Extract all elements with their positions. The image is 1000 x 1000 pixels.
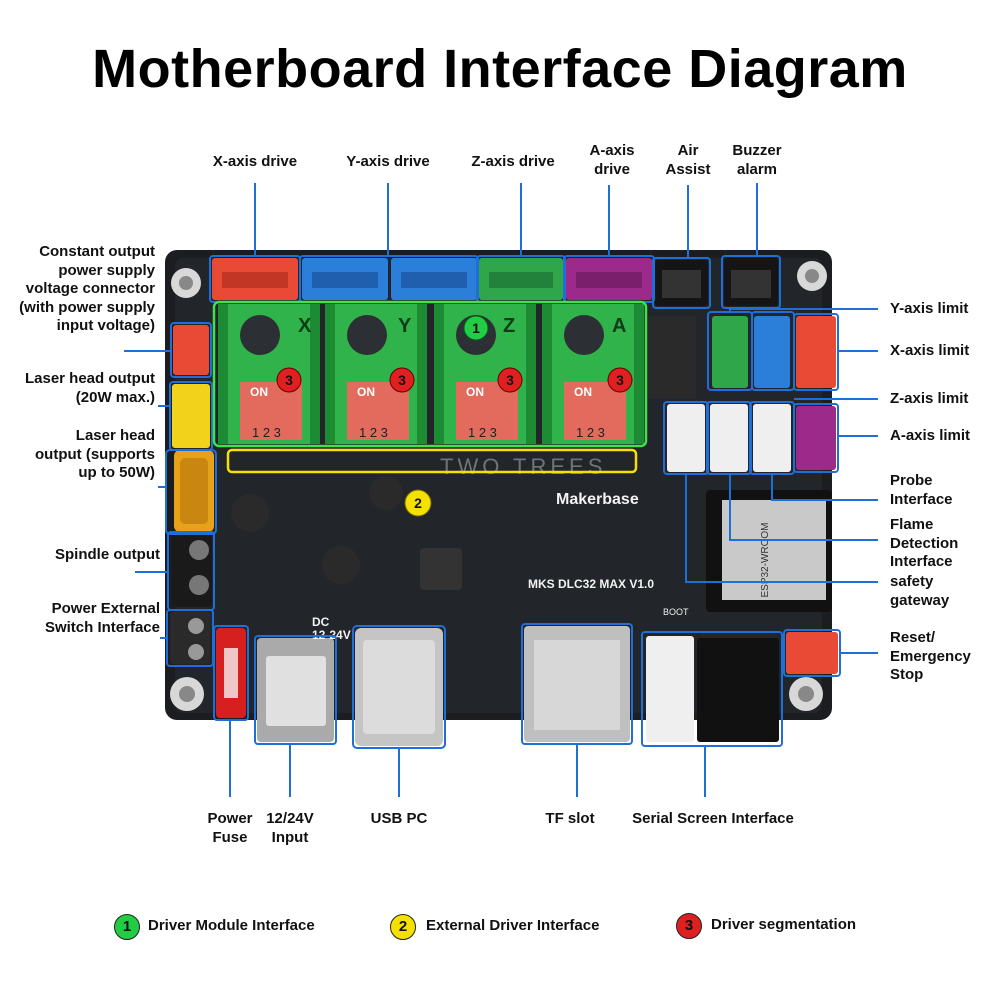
esp32-label: ESP32-WROOM <box>760 522 771 597</box>
driver-label-a: A <box>612 315 626 337</box>
boot-label: BOOT <box>663 607 689 617</box>
leader-flame <box>729 474 878 541</box>
driver-label-z: Z <box>503 315 515 337</box>
hl-laser50 <box>165 449 217 535</box>
capacitor-1 <box>231 494 269 532</box>
legend-text-2: External Driver Interface <box>426 917 600 934</box>
marker-1: 1 <box>463 315 489 341</box>
reset-connector <box>786 632 838 674</box>
hl-external-driver <box>226 448 638 474</box>
svg-text:3: 3 <box>616 372 624 388</box>
hl-dc <box>254 635 337 745</box>
dip-num-z: 1 2 3 <box>468 425 497 440</box>
legend-text-3: Driver segmentation <box>711 916 857 933</box>
mount-hole-br <box>789 677 823 711</box>
dip-on-x: ON <box>250 385 268 399</box>
leader-y-limit <box>729 308 878 312</box>
rj45-connector <box>697 638 779 742</box>
capacitor-2 <box>369 476 403 510</box>
legend-marker-3: 3 <box>676 913 702 939</box>
safety-connector <box>753 404 791 472</box>
label-usb-pc: USB PC <box>370 810 428 827</box>
label-spindle-output: Spindle output <box>55 546 160 563</box>
svg-text:3: 3 <box>398 372 406 388</box>
marker-2: 2 <box>404 489 432 517</box>
legend-marker-2: 2 <box>390 914 416 940</box>
dip-on-z: ON <box>466 385 484 399</box>
label-x-axis-drive: X-axis drive <box>212 153 298 170</box>
label-y-axis-drive: Y-axis drive <box>346 153 430 170</box>
leader-safety <box>685 474 878 583</box>
svg-text:1: 1 <box>472 320 480 336</box>
dip-on-y: ON <box>357 385 375 399</box>
z-limit-connector <box>754 316 790 388</box>
label-tf-slot: TF slot <box>545 810 595 827</box>
driver-label-x: X <box>298 315 312 337</box>
label-laser-20w: Laser head output(20W max.) <box>24 370 155 406</box>
label-y-axis-limit: Y-axis limit <box>890 300 969 317</box>
label-z-axis-limit: Z-axis limit <box>890 390 969 407</box>
capacitor-3 <box>322 546 360 584</box>
y-limit-connector <box>712 316 748 388</box>
dip-num-a: 1 2 3 <box>576 425 605 440</box>
leader-probe <box>771 474 878 501</box>
mount-hole-tr <box>797 261 827 291</box>
inductor <box>420 548 462 590</box>
marker-3-x: 3 <box>276 367 302 393</box>
board-model: MKS DLC32 MAX V1.0 <box>528 577 654 591</box>
dip-on-a: ON <box>574 385 592 399</box>
page-title: Motherboard Interface Diagram <box>92 39 908 99</box>
x-limit-connector <box>796 316 836 388</box>
board-watermark: TWO TREES <box>440 454 606 479</box>
driver-label-y: Y <box>398 315 412 337</box>
dip-num-x: 1 2 3 <box>252 425 281 440</box>
svg-text:3: 3 <box>285 372 293 388</box>
label-x-axis-limit: X-axis limit <box>890 342 970 359</box>
laser-ttl-connector <box>172 384 210 448</box>
vin-connector <box>173 325 209 375</box>
legend-text-1: Driver Module Interface <box>148 917 315 934</box>
marker-3-z: 3 <box>497 367 523 393</box>
hl-serial <box>641 631 783 747</box>
marker-3-a: 3 <box>607 367 633 393</box>
marker-3-y: 3 <box>389 367 415 393</box>
mosfet <box>648 316 696 398</box>
a-limit-connector <box>796 406 836 470</box>
svg-text:2: 2 <box>414 495 422 511</box>
hl-driver-modules <box>212 300 648 448</box>
label-serial-screen: Serial Screen Interface <box>632 810 794 827</box>
hl-air <box>652 257 711 309</box>
legend-marker-1: 1 <box>114 914 140 940</box>
dip-num-y: 1 2 3 <box>359 425 388 440</box>
label-a-axis-limit: A-axis limit <box>890 427 971 444</box>
dc-label: DC <box>312 615 330 629</box>
svg-text:3: 3 <box>506 372 514 388</box>
label-z-axis-drive: Z-axis drive <box>471 153 555 170</box>
mount-hole-bl <box>170 677 204 711</box>
serial-white-connector <box>646 636 694 742</box>
flame-connector <box>710 404 748 472</box>
probe-connector <box>667 404 705 472</box>
mount-hole-tl <box>171 268 201 298</box>
board-brand: Makerbase <box>556 491 639 508</box>
